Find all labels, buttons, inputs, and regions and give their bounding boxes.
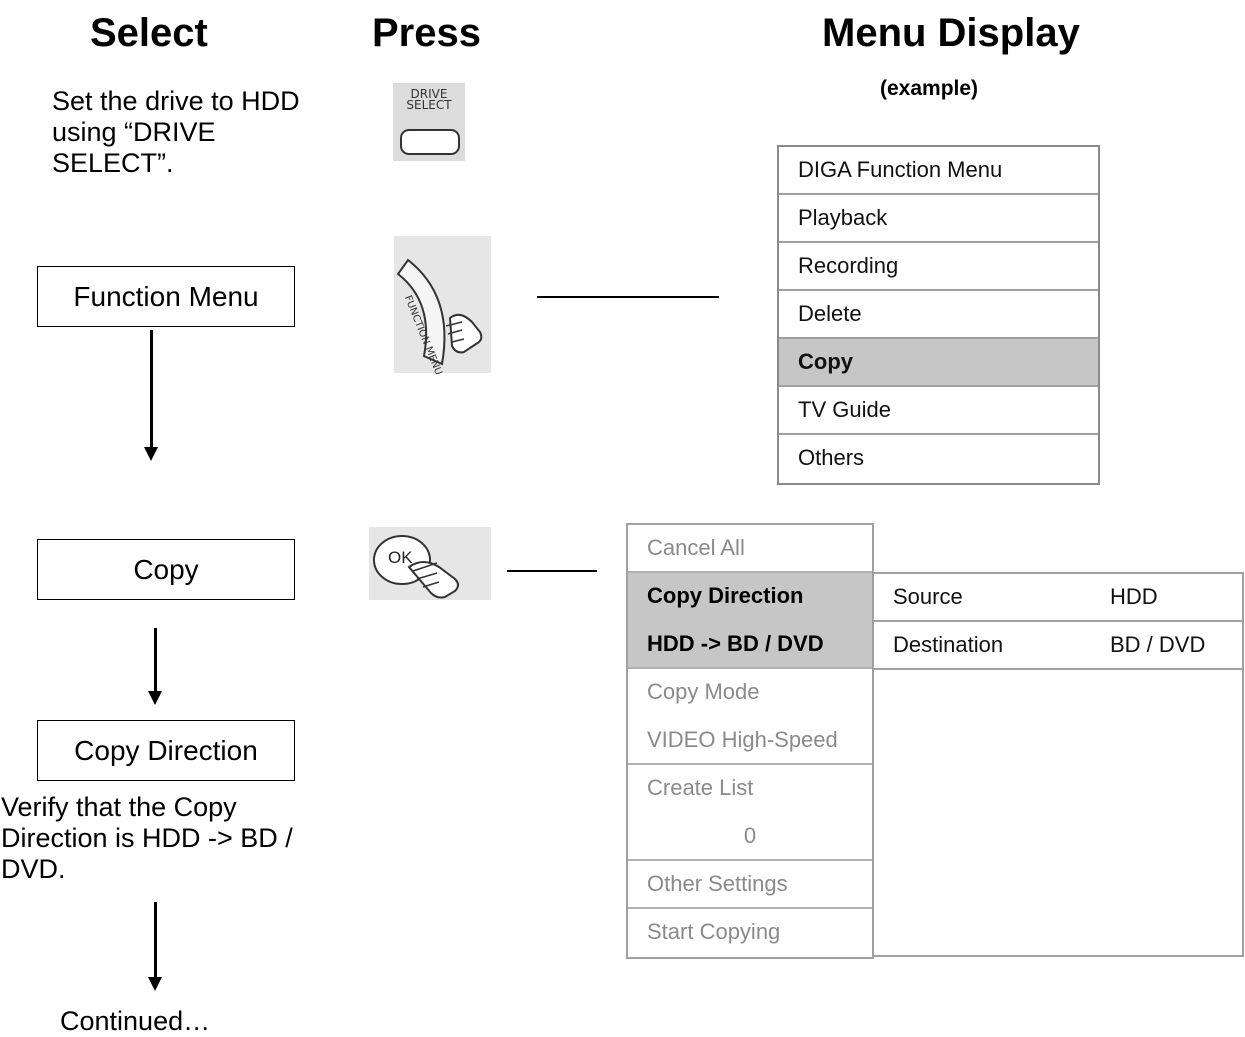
- create-list-count: 0: [628, 813, 872, 861]
- ok-button-icon: [373, 535, 459, 599]
- copy-direction-detail-panel: Source HDD Destination BD / DVD: [872, 572, 1244, 957]
- copy-menu-copy-mode[interactable]: Copy Mode: [647, 679, 760, 704]
- menu-item-copy[interactable]: Copy: [779, 339, 1098, 387]
- copy-menu-cancel-all[interactable]: Cancel All: [628, 525, 872, 573]
- drive-select-label: DRIVE SELECT: [406, 87, 452, 112]
- select-column-header: Select: [90, 11, 208, 55]
- copy-step: Copy: [37, 539, 295, 600]
- button-key-shape: [400, 129, 460, 155]
- copy-menu-other-settings[interactable]: Other Settings: [628, 861, 872, 909]
- ok-button[interactable]: OK: [369, 527, 491, 600]
- set-drive-note: Set the drive to HDD using “DRIVE SELECT…: [52, 86, 300, 178]
- down-arrow-icon: [144, 330, 158, 461]
- menu-display-column-header: Menu Display: [822, 11, 1080, 55]
- copy-menu-list: Cancel All Copy Direction HDD -> BD / DV…: [626, 523, 874, 959]
- verify-note: Verify that the Copy Direction is HDD ->…: [1, 792, 293, 884]
- menu-item-others[interactable]: Others: [798, 445, 865, 470]
- function-menu-list: DIGA Function Menu Playback Recording De…: [777, 145, 1100, 485]
- drive-select-button[interactable]: DRIVE SELECT: [393, 83, 465, 161]
- copy-menu-copy-direction[interactable]: Copy Direction: [628, 573, 872, 621]
- function-menu-step-label: Function Menu: [73, 280, 259, 312]
- detail-row-source: Source HDD: [874, 574, 1242, 622]
- copy-direction-step: Copy Direction: [37, 720, 295, 781]
- source-label: Source: [893, 584, 963, 609]
- menu-item-diga-function-menu: DIGA Function Menu: [779, 147, 1098, 195]
- detail-row-destination: Destination BD / DVD: [874, 622, 1242, 670]
- press-column-header: Press: [372, 11, 481, 55]
- menu-item-delete[interactable]: Delete: [779, 291, 1098, 339]
- destination-value: BD / DVD: [1110, 632, 1206, 657]
- menu-item-recording[interactable]: Recording: [779, 243, 1098, 291]
- connector-line: [507, 570, 597, 572]
- copy-mode-value: VIDEO High-Speed: [628, 717, 872, 765]
- copy-menu-start-copying[interactable]: Start Copying: [647, 919, 781, 944]
- source-value: HDD: [1110, 584, 1158, 609]
- copy-direction-value: HDD -> BD / DVD: [628, 621, 872, 669]
- menu-item-tv-guide[interactable]: TV Guide: [779, 387, 1098, 435]
- continued-note: Continued…: [60, 1006, 211, 1036]
- ok-button-label: OK: [388, 548, 413, 567]
- example-caption: (example): [880, 77, 979, 100]
- copy-direction-step-label: Copy Direction: [74, 734, 258, 766]
- menu-item-playback[interactable]: Playback: [779, 195, 1098, 243]
- down-arrow-icon: [148, 628, 162, 705]
- down-arrow-icon: [148, 902, 162, 991]
- connector-line: [537, 296, 719, 298]
- copy-step-label: Copy: [133, 553, 199, 585]
- destination-label: Destination: [893, 632, 1004, 657]
- function-menu-button-icon: [396, 258, 483, 366]
- function-menu-step: Function Menu: [37, 266, 295, 327]
- copy-menu-create-list[interactable]: Create List: [647, 775, 754, 800]
- function-menu-button[interactable]: FUNCTION MENU: [394, 236, 491, 377]
